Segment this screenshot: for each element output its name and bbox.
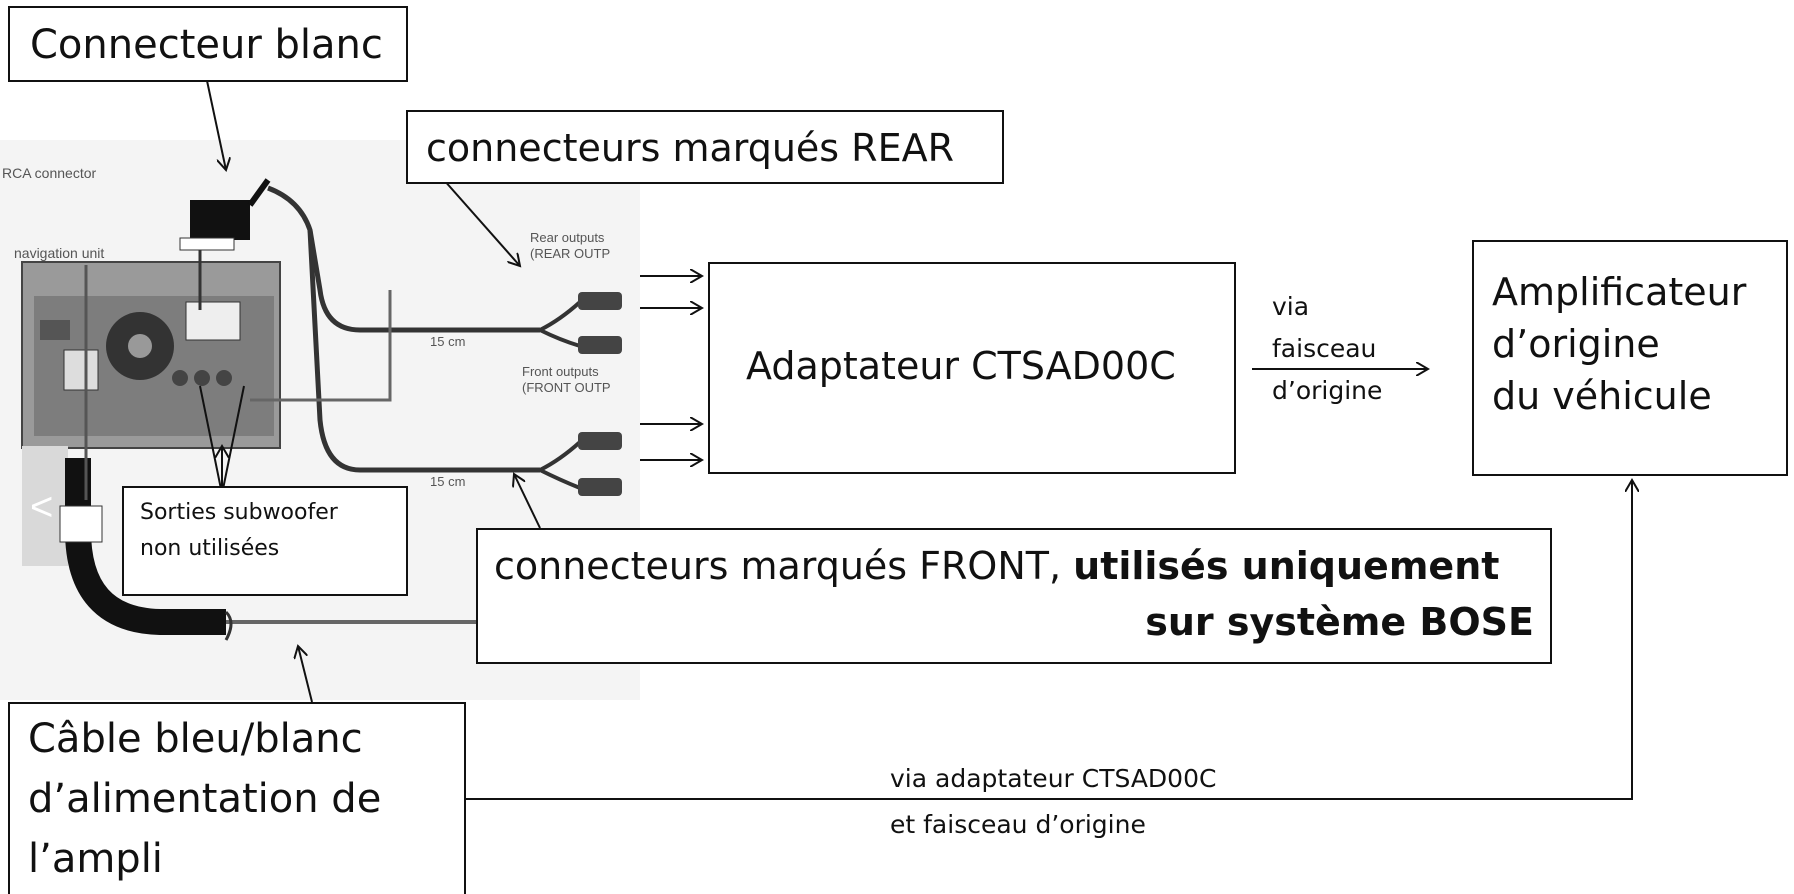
amplifier-label-line2: d’origine (1492, 322, 1660, 366)
front-connectors-bold-text-1: utilisés uniquement (1073, 544, 1500, 588)
connector-block (185, 301, 241, 341)
via-adapter-label-line2: et faisceau d’origine (890, 810, 1146, 839)
rear-connectors-label: connecteurs marqués REAR (426, 126, 954, 170)
amplifier-box: Amplificateur d’origine du véhicule (1472, 240, 1788, 476)
rear-connectors-box: connecteurs marqués REAR (406, 110, 1004, 184)
via-harness-label-line3: d’origine (1272, 376, 1383, 405)
photo-front-outputs-1: Front outputs (522, 364, 599, 379)
power-cable-box: Câble bleu/blanc d’alimentation de l’amp… (8, 702, 466, 894)
photo-rear-outputs-1: Rear outputs (530, 230, 605, 245)
photo-rear-outputs-2: (REAR OUTP (530, 246, 610, 261)
subwoofer-box: Sorties subwoofer non utilisées (122, 486, 408, 596)
photo-length-2: 15 cm (430, 474, 465, 489)
via-adapter-label-line1: via adaptateur CTSAD00C (890, 764, 1217, 793)
front-connectors-box: connecteurs marqués FRONT, utilisés uniq… (476, 528, 1552, 664)
white-connector-box: Connecteur blanc (8, 6, 408, 82)
amplifier-label-line3: du véhicule (1492, 374, 1712, 418)
line-power-to-amplifier (466, 480, 1632, 800)
photo-length-1: 15 cm (430, 334, 465, 349)
front-rca-plug-2 (578, 478, 622, 496)
svg-text:<: < (30, 485, 53, 529)
adapter-label: Adaptateur CTSAD00C (746, 344, 1176, 388)
power-cable-label-line1: Câble bleu/blanc (28, 716, 363, 762)
front-output-cable (307, 229, 540, 473)
via-harness-label-line1: via (1272, 292, 1310, 321)
subwoofer-label-line2: non utilisées (140, 536, 280, 561)
front-connectors-label-line1: connecteurs marqués FRONT, utilisés uniq… (494, 544, 1499, 588)
front-connectors-normal-text: connecteurs marqués FRONT, (494, 544, 1074, 588)
photo-front-outputs-2: (FRONT OUTP (522, 380, 611, 395)
subwoofer-label-line1: Sorties subwoofer (140, 500, 338, 525)
photo-nav-label: navigation unit (14, 245, 104, 261)
arrow-front-connectors (514, 474, 541, 529)
power-cable-label-line2: d’alimentation de (28, 776, 382, 822)
front-connectors-label-line2: sur système BOSE (1145, 600, 1534, 644)
via-harness-label-line2: faisceau (1272, 334, 1377, 363)
rca-connector-plug (190, 200, 250, 240)
power-cable-label-line3: l’ampli (28, 836, 163, 882)
rear-rca-plug-2 (578, 336, 622, 354)
amplifier-label-line1: Amplificateur (1492, 270, 1747, 314)
photo-rca-label: RCA connector (2, 165, 96, 181)
rear-output-cable (267, 185, 540, 333)
front-connectors-bold-text-2: sur système BOSE (1145, 600, 1534, 644)
rear-rca-plug-1 (578, 292, 622, 310)
arrow-white-connector (205, 75, 226, 170)
front-rca-plug-1 (578, 432, 622, 450)
white-connector-label: Connecteur blanc (30, 22, 383, 68)
arrow-power-cable (298, 646, 313, 703)
adapter-box: Adaptateur CTSAD00C (708, 262, 1236, 474)
